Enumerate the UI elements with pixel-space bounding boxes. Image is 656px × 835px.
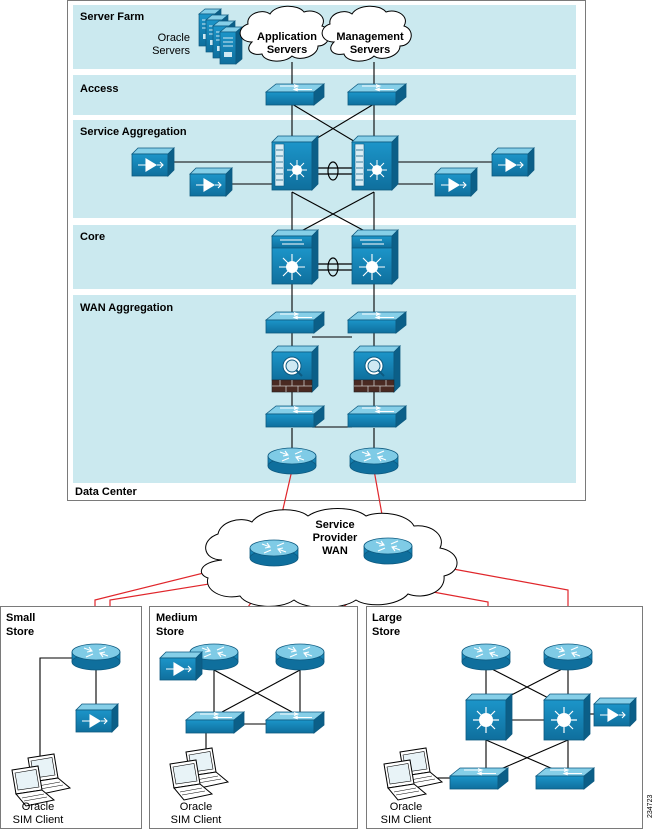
- large-store-router-right: [543, 643, 593, 671]
- wan-agg-firewall-right: [353, 345, 401, 393]
- access-switch-right: [347, 83, 407, 106]
- medium-store-client-label-line1: Oracle: [180, 801, 212, 813]
- tier-label-service-aggregation: Service Aggregation: [80, 126, 187, 138]
- management-servers-label-line1: Management: [336, 31, 404, 43]
- small-store-client-label-line2: SIM Client: [13, 814, 64, 826]
- service-aggregation-switch-left: [271, 135, 319, 191]
- medium-store-appliance: [159, 651, 203, 681]
- large-store-core-switch-left: [465, 693, 513, 741]
- small-store-appliance: [75, 703, 119, 733]
- service-provider-wan-cloud: [200, 508, 458, 608]
- large-store-label-line2: Store: [372, 626, 400, 638]
- medium-store-client-label-line2: SIM Client: [171, 814, 222, 826]
- access-switch-left: [265, 83, 325, 106]
- wan-agg-switch-top-left: [265, 311, 325, 334]
- tier-label-wan-aggregation: WAN Aggregation: [80, 302, 173, 314]
- wan-edge-router-left: [267, 447, 317, 475]
- application-servers-label-line2: Servers: [267, 44, 307, 56]
- tier-band-access: [73, 75, 576, 115]
- small-store-label-line2: Store: [6, 626, 34, 638]
- service-appliance-1: [131, 147, 175, 177]
- medium-store-switch-right: [265, 711, 325, 734]
- wan-agg-switch-bottom-right: [347, 405, 407, 428]
- wan-edge-router-right: [349, 447, 399, 475]
- large-store-core-switch-right: [543, 693, 591, 741]
- core-switch-left: [271, 229, 319, 285]
- medium-store-label-line1: Medium: [156, 612, 198, 624]
- large-store-client-label-line1: Oracle: [390, 801, 422, 813]
- data-center-label: Data Center: [75, 486, 137, 498]
- medium-store-router-right: [275, 643, 325, 671]
- core-switch-right: [351, 229, 399, 285]
- provider-router-left: [249, 539, 299, 567]
- tier-band-wan-aggregation: [73, 295, 576, 483]
- small-store-client-label-line1: Oracle: [22, 801, 54, 813]
- wan-agg-switch-bottom-left: [265, 405, 325, 428]
- application-servers-cloud: [239, 5, 330, 62]
- management-servers-cloud: [321, 5, 412, 62]
- small-store-router: [71, 643, 121, 671]
- application-servers-label-line1: Application: [257, 31, 317, 43]
- oracle-servers-label-line1: Oracle: [158, 32, 190, 44]
- wan-label-line1: Service: [315, 519, 354, 531]
- data-center-links: [170, 62, 492, 448]
- oracle-servers-label-line2: Servers: [152, 45, 190, 57]
- etherchannel-links: [314, 161, 352, 277]
- figure-id: 234723: [647, 795, 654, 818]
- medium-store-label-line2: Store: [156, 626, 184, 638]
- large-store-appliance: [593, 697, 637, 727]
- tier-label-access: Access: [80, 83, 119, 95]
- service-aggregation-switch-right: [351, 135, 399, 191]
- service-appliance-3: [434, 167, 478, 197]
- management-servers-label-line2: Servers: [350, 44, 390, 56]
- provider-router-right: [363, 537, 413, 565]
- small-store-label-line1: Small: [6, 612, 35, 624]
- tier-label-server-farm: Server Farm: [80, 11, 144, 23]
- wan-label-line3: WAN: [322, 545, 348, 557]
- large-store-switch-right: [535, 767, 595, 790]
- wan-label-line2: Provider: [313, 532, 358, 544]
- large-store-client-label-line2: SIM Client: [381, 814, 432, 826]
- large-store-switch-left: [449, 767, 509, 790]
- large-store-label-line1: Large: [372, 612, 402, 624]
- tier-band-core: [73, 225, 576, 289]
- service-appliance-4: [491, 147, 535, 177]
- medium-store-switch-left: [185, 711, 245, 734]
- wan-agg-firewall-left: [271, 345, 319, 393]
- tier-label-core: Core: [80, 231, 105, 243]
- service-appliance-2: [189, 167, 233, 197]
- wan-agg-switch-top-right: [347, 311, 407, 334]
- large-store-router-left: [461, 643, 511, 671]
